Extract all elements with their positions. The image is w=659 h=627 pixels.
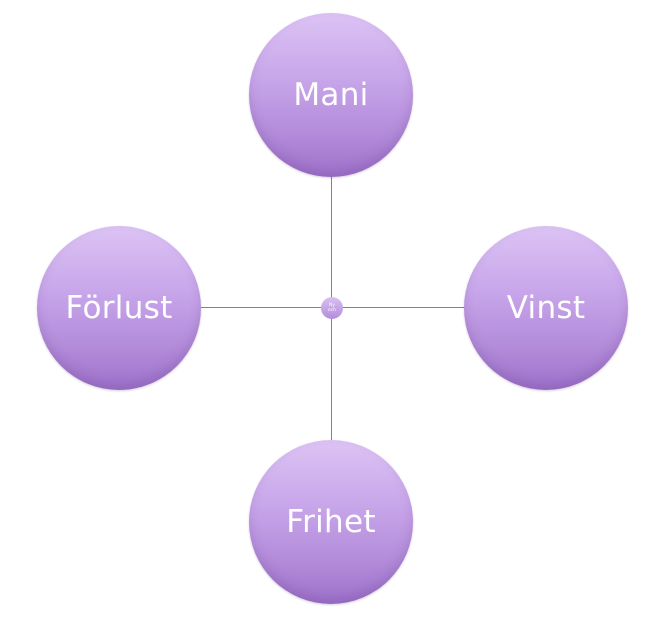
node-left: Förlust (37, 226, 201, 390)
node-right: Vinst (464, 226, 628, 390)
node-bottom-label: Frihet (286, 504, 376, 540)
center-hub-line2: och (327, 308, 337, 313)
connector-bottom (331, 318, 332, 440)
center-hub-line1: Ny (328, 303, 336, 308)
center-hub: Ny och (321, 297, 343, 319)
connector-right (343, 307, 466, 308)
connector-left (200, 307, 321, 308)
node-top: Mani (249, 13, 413, 177)
node-top-label: Mani (293, 77, 369, 113)
node-bottom: Frihet (249, 440, 413, 604)
node-right-label: Vinst (506, 290, 586, 326)
connector-top (331, 176, 332, 300)
node-left-label: Förlust (65, 290, 173, 326)
